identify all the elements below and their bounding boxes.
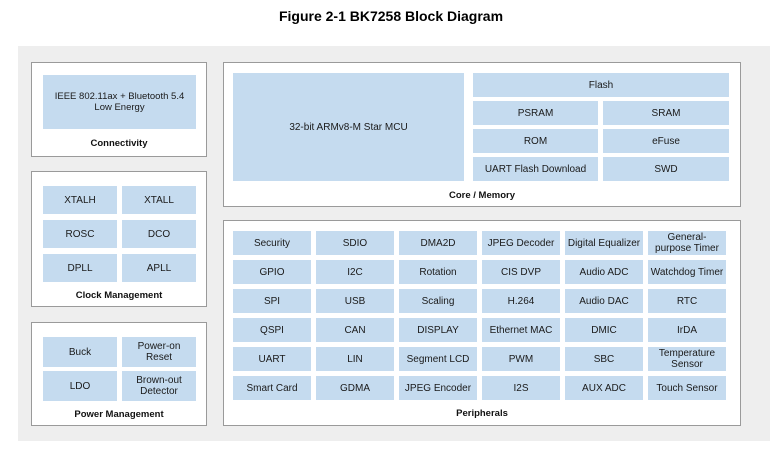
peripheral-block-ethernet-mac: Ethernet MAC: [482, 318, 560, 342]
memory-block-sram: SRAM: [603, 101, 729, 125]
peripheral-block-digital-equalizer: Digital Equalizer: [565, 231, 643, 255]
peripheral-block-usb: USB: [316, 289, 394, 313]
connectivity-label: Connectivity: [90, 138, 148, 149]
peripheral-block-sbc: SBC: [565, 347, 643, 371]
diagram-title: Figure 2-1 BK7258 Block Diagram: [278, 8, 504, 24]
memory-block-uart-flash-download: UART Flash Download: [473, 157, 598, 181]
memory-block-rom: ROM: [473, 129, 598, 153]
clock-block-rosc: ROSC: [43, 220, 117, 248]
peripheral-block-gpio: GPIO: [233, 260, 311, 284]
clock-block-dpll: DPLL: [43, 254, 117, 282]
peripheral-block-aux-adc: AUX ADC: [565, 376, 643, 400]
memory-block-psram: PSRAM: [473, 101, 598, 125]
memory-block-swd: SWD: [603, 157, 729, 181]
clock-block-dco: DCO: [122, 220, 196, 248]
power-block-brown-out-detector: Brown-out Detector: [122, 371, 196, 401]
peripheral-block-touch-sensor: Touch Sensor: [648, 376, 726, 400]
peripheral-block-spi: SPI: [233, 289, 311, 313]
peripheral-block-h-264: H.264: [482, 289, 560, 313]
clock-management-label: Clock Management: [75, 290, 163, 301]
peripheral-block-temperature-sensor: Temperature Sensor: [648, 347, 726, 371]
peripheral-block-dma2d: DMA2D: [399, 231, 477, 255]
clock-block-apll: APLL: [122, 254, 196, 282]
peripheral-block-dmic: DMIC: [565, 318, 643, 342]
core-memory-label: Core / Memory: [449, 190, 515, 201]
peripheral-block-lin: LIN: [316, 347, 394, 371]
peripheral-block-jpeg-decoder: JPEG Decoder: [482, 231, 560, 255]
core-mcu-block: 32-bit ARMv8-M Star MCU: [233, 73, 464, 181]
peripheral-block-general-purpose-timer: General-purpose Timer: [648, 231, 726, 255]
power-block-power-on-reset: Power-on Reset: [122, 337, 196, 367]
peripheral-block-i2c: I2C: [316, 260, 394, 284]
peripheral-block-uart: UART: [233, 347, 311, 371]
power-block-buck: Buck: [43, 337, 117, 367]
memory-block-flash: Flash: [473, 73, 729, 97]
peripheral-block-irda: IrDA: [648, 318, 726, 342]
peripheral-block-sdio: SDIO: [316, 231, 394, 255]
clock-block-xtalh: XTALH: [43, 186, 117, 214]
peripheral-block-watchdog-timer: Watchdog Timer: [648, 260, 726, 284]
power-management-label: Power Management: [74, 409, 164, 420]
peripheral-block-rotation: Rotation: [399, 260, 477, 284]
peripheral-block-rtc: RTC: [648, 289, 726, 313]
peripheral-block-security: Security: [233, 231, 311, 255]
peripheral-block-i2s: I2S: [482, 376, 560, 400]
peripheral-block-can: CAN: [316, 318, 394, 342]
connectivity-wifi-bt-block: IEEE 802.11ax + Bluetooth 5.4 Low Energy: [43, 75, 196, 129]
peripheral-block-display: DISPLAY: [399, 318, 477, 342]
peripheral-block-jpeg-encoder: JPEG Encoder: [399, 376, 477, 400]
peripheral-block-segment-lcd: Segment LCD: [399, 347, 477, 371]
power-block-ldo: LDO: [43, 371, 117, 401]
clock-block-xtall: XTALL: [122, 186, 196, 214]
peripheral-block-cis-dvp: CIS DVP: [482, 260, 560, 284]
peripheral-block-pwm: PWM: [482, 347, 560, 371]
peripheral-block-scaling: Scaling: [399, 289, 477, 313]
memory-block-efuse: eFuse: [603, 129, 729, 153]
peripheral-block-smart-card: Smart Card: [233, 376, 311, 400]
peripheral-block-audio-adc: Audio ADC: [565, 260, 643, 284]
peripheral-block-audio-dac: Audio DAC: [565, 289, 643, 313]
peripheral-block-qspi: QSPI: [233, 318, 311, 342]
peripheral-block-gdma: GDMA: [316, 376, 394, 400]
peripherals-label: Peripherals: [456, 408, 508, 419]
